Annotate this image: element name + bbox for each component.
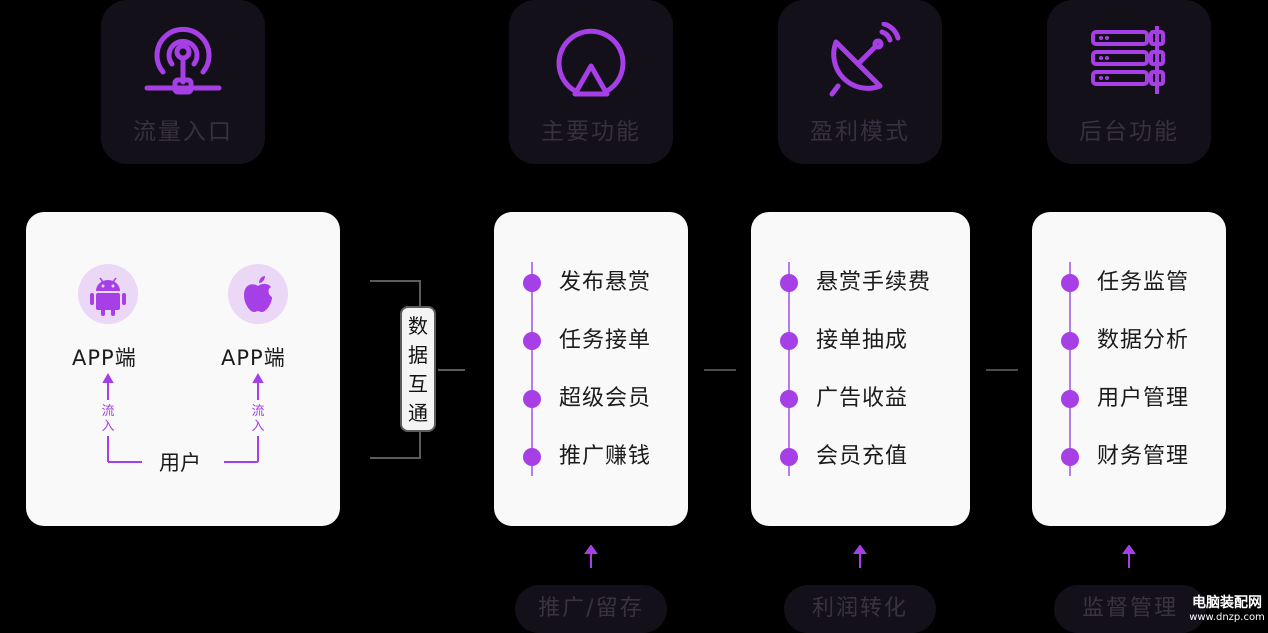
data-link-label: 数据互通 — [408, 314, 428, 425]
bullet-dot — [523, 332, 541, 350]
timeline-line — [531, 262, 533, 476]
watermark: 电脑装配网 www.dnzp.com — [1189, 594, 1265, 624]
footer-pill-promotion: 推广/留存 — [515, 585, 667, 633]
apple-badge — [228, 264, 288, 324]
header-label: 流量入口 — [133, 119, 233, 145]
header-card-traffic: 流量入口 — [101, 0, 265, 164]
location-pin-icon — [556, 28, 626, 97]
arrow-up-icon — [584, 545, 598, 568]
entry-panel: APP端 APP端 流入 流入 用户 — [26, 212, 340, 526]
android-app-label: APP端 — [72, 346, 137, 370]
header-label: 后台功能 — [1079, 119, 1179, 145]
header-card-main: 主要功能 — [509, 0, 673, 164]
watermark-en: www.dnzp.com — [1189, 612, 1265, 623]
bullet-dot — [780, 274, 798, 292]
flow-in-label: 流入 — [101, 404, 115, 434]
bullet-dot — [523, 274, 541, 292]
data-link-bracket — [370, 280, 465, 459]
bullet-dot — [1061, 390, 1079, 408]
footer-pill-supervision: 监督管理 — [1054, 585, 1206, 633]
bullet-dot — [1061, 274, 1079, 292]
backend-features-panel: 任务监管 数据分析 用户管理 财务管理 — [1032, 212, 1226, 526]
main-features-panel: 发布悬赏 任务接单 超级会员 推广赚钱 — [494, 212, 688, 526]
profit-model-panel: 悬赏手续费 接单抽成 广告收益 会员充值 — [751, 212, 970, 526]
apple-icon — [244, 276, 272, 312]
user-label: 用户 — [159, 451, 201, 475]
flow-in-label: 流入 — [251, 404, 265, 434]
bullet-dot — [1061, 448, 1079, 466]
timeline-line — [788, 262, 790, 476]
arrow-up-icon — [853, 545, 867, 568]
bullet-dot — [1061, 332, 1079, 350]
header-card-profit: 盈利模式 — [778, 0, 942, 164]
header-label: 主要功能 — [541, 119, 641, 145]
bullet-dot — [523, 390, 541, 408]
ios-app-label: APP端 — [221, 346, 286, 370]
footer-pill-profit: 利润转化 — [784, 585, 936, 633]
android-icon — [90, 277, 126, 316]
timeline-line — [1069, 262, 1071, 476]
header-card-backend: 后台功能 — [1047, 0, 1211, 164]
broadcast-antenna-icon — [144, 26, 222, 95]
connector-line — [986, 369, 1018, 371]
bullet-dot — [780, 448, 798, 466]
watermark-cn: 电脑装配网 — [1192, 595, 1262, 611]
flow-arrows — [102, 372, 264, 463]
bullet-dot — [780, 390, 798, 408]
connector-line — [704, 369, 736, 371]
android-badge — [78, 264, 138, 324]
satellite-dish-icon — [829, 22, 901, 97]
server-rack-icon — [1091, 26, 1165, 94]
arrow-up-icon — [1122, 545, 1136, 568]
bullet-dot — [523, 448, 541, 466]
data-link-box: 数据互通 — [400, 306, 436, 432]
header-label: 盈利模式 — [810, 119, 910, 145]
bullet-dot — [780, 332, 798, 350]
